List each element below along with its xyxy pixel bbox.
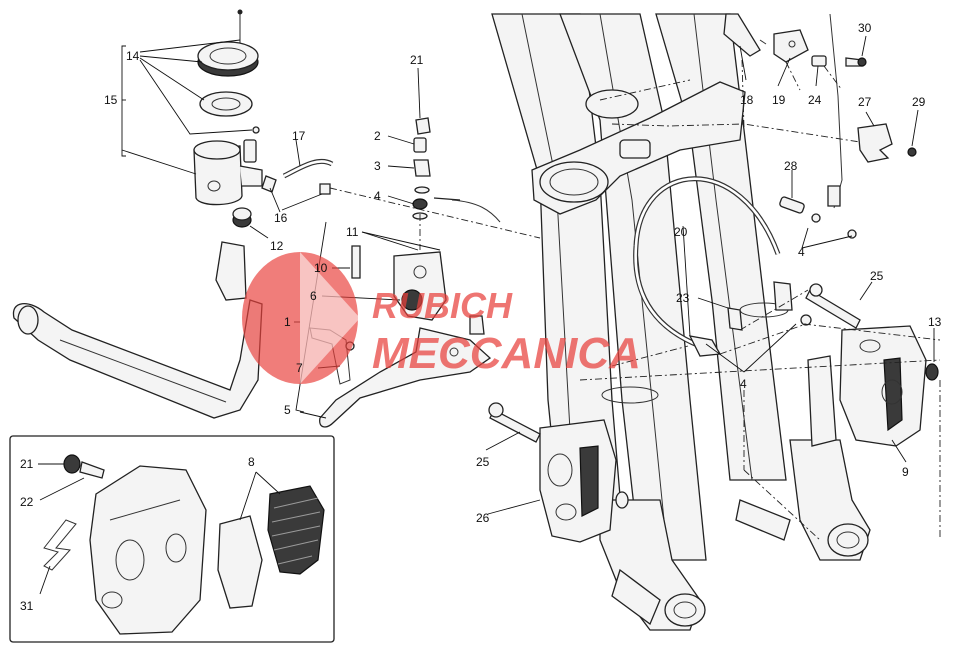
banjo-fittings — [412, 117, 501, 223]
callout-4-top: 4 — [374, 189, 381, 203]
callout-16: 16 — [274, 211, 288, 225]
watermark-line1: RUBICH — [372, 285, 513, 326]
callout-9: 9 — [902, 465, 909, 479]
callout-3: 3 — [374, 159, 381, 173]
leader-lines — [38, 35, 935, 595]
brake-caliper-left — [488, 402, 629, 543]
brake-lever-icon — [319, 327, 492, 428]
callout-17: 17 — [292, 129, 306, 143]
callout-19: 19 — [772, 93, 786, 107]
callout-4-mid: 4 — [740, 377, 747, 391]
watermark-circle — [242, 252, 358, 384]
callout-26: 26 — [476, 511, 490, 525]
callout-10: 10 — [314, 261, 328, 275]
callout-11: 11 — [346, 225, 359, 239]
watermark-line2: MECCANICA — [372, 329, 641, 378]
callout-25-left: 25 — [476, 455, 490, 469]
callout-12: 12 — [270, 239, 284, 253]
reservoir-assembly — [193, 9, 334, 301]
brake-hose-icon — [633, 176, 812, 357]
callout-27: 27 — [858, 95, 872, 109]
brake-caliper-icon — [805, 283, 939, 447]
callout-24: 24 — [808, 93, 822, 107]
callout-22: 22 — [20, 495, 34, 509]
handlebar-bracket — [12, 299, 263, 419]
hose-guide-parts — [723, 13, 917, 239]
callout-25-right: 25 — [870, 269, 884, 283]
callout-labels: 14 15 17 16 12 21 2 3 4 11 10 6 1 7 5 20… — [20, 21, 942, 613]
callout-6: 6 — [310, 289, 317, 303]
callout-1: 1 — [284, 315, 291, 329]
callout-7: 7 — [296, 361, 303, 375]
callout-21-top: 21 — [410, 53, 424, 67]
callout-18: 18 — [740, 93, 754, 107]
assembly-lines — [329, 59, 941, 541]
callout-5: 5 — [284, 403, 291, 417]
callout-23: 23 — [676, 291, 690, 305]
callout-30: 30 — [858, 21, 872, 35]
callout-15: 15 — [104, 93, 118, 107]
callout-13: 13 — [928, 315, 942, 329]
callout-8: 8 — [248, 455, 255, 469]
reservoir-icon — [193, 145, 243, 206]
master-cylinder — [309, 245, 485, 385]
callout-28: 28 — [784, 159, 798, 173]
callout-29: 29 — [912, 95, 926, 109]
callout-2: 2 — [374, 129, 381, 143]
callout-4-right: 4 — [798, 245, 805, 259]
callout-31: 31 — [20, 599, 34, 613]
brake-pads-icon — [217, 485, 325, 609]
callout-20: 20 — [674, 225, 688, 239]
callout-21-inset: 21 — [20, 457, 34, 471]
inset-detail-box — [9, 435, 335, 643]
watermark: RUBICH MECCANICA — [242, 252, 641, 384]
callout-14: 14 — [126, 49, 140, 63]
